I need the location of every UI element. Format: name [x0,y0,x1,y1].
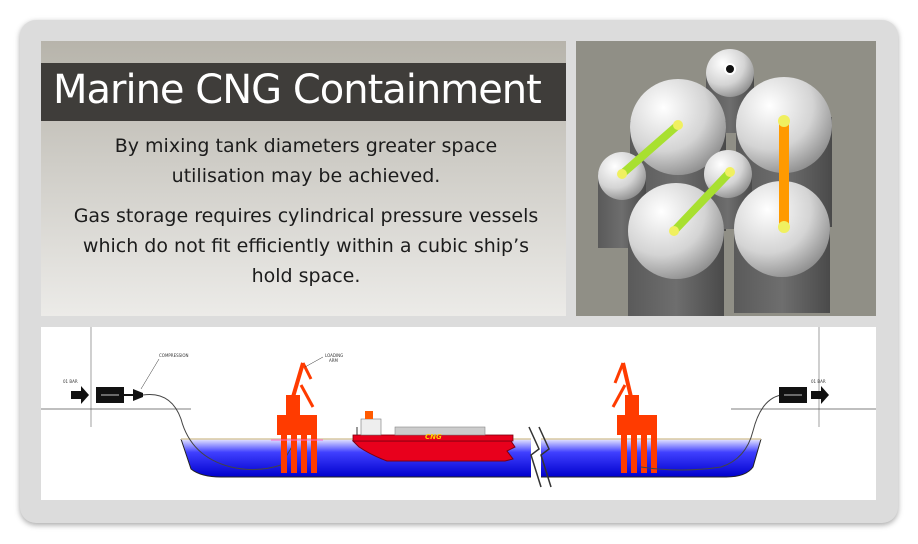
pipe-joint [725,167,735,177]
cng-transport-diagram: 01 BAR COMPRESSION LOADING ARM [41,327,876,500]
loading-arm-label-2: ARM [329,358,339,363]
basin-edge [541,438,762,478]
title-bar: Marine CNG Containment [41,63,566,121]
pipe-joint [778,115,790,127]
pipe-joint [778,221,790,233]
loading-arm-right [611,362,657,473]
cng-ship [351,411,516,462]
pipe-joint [669,226,679,236]
nozzle-icon [133,389,143,401]
basin-edge [180,438,531,478]
paragraph-tank-diameters: By mixing tank diameters greater space u… [114,135,498,187]
break-symbol [528,426,542,488]
nozzle-icon [724,63,736,75]
text-panel: Marine CNG Containment By mixing tank di… [41,41,566,316]
break-symbol [538,426,552,488]
right-pressure-label: 01 BAR [811,379,826,384]
inlet-arrow-icon [71,386,89,404]
loading-arm-left [271,362,323,473]
leader-line [140,358,160,390]
tank-render [598,49,832,316]
outlet-arrow-icon [811,386,829,404]
gas-pipeline [142,394,294,471]
leader-line [304,356,324,368]
compression-label: COMPRESSION [159,353,189,358]
loading-arm-label-1: LOADING [325,353,343,358]
pipe-green [618,121,682,178]
slide-title: Marine CNG Containment [53,67,542,113]
pipe-green [670,168,734,235]
gas-pipeline [640,394,782,471]
tank-arrangement-image [576,41,876,316]
transport-schematic: 01 BAR COMPRESSION LOADING ARM [41,327,876,488]
paragraph-gas-storage: Gas storage requires cylindrical pressur… [73,205,539,287]
left-pressure-label: 01 BAR [63,379,78,384]
pipe-joint [673,120,683,130]
ship-cng-label: CNG [425,433,442,441]
pipe-joint [617,169,627,179]
